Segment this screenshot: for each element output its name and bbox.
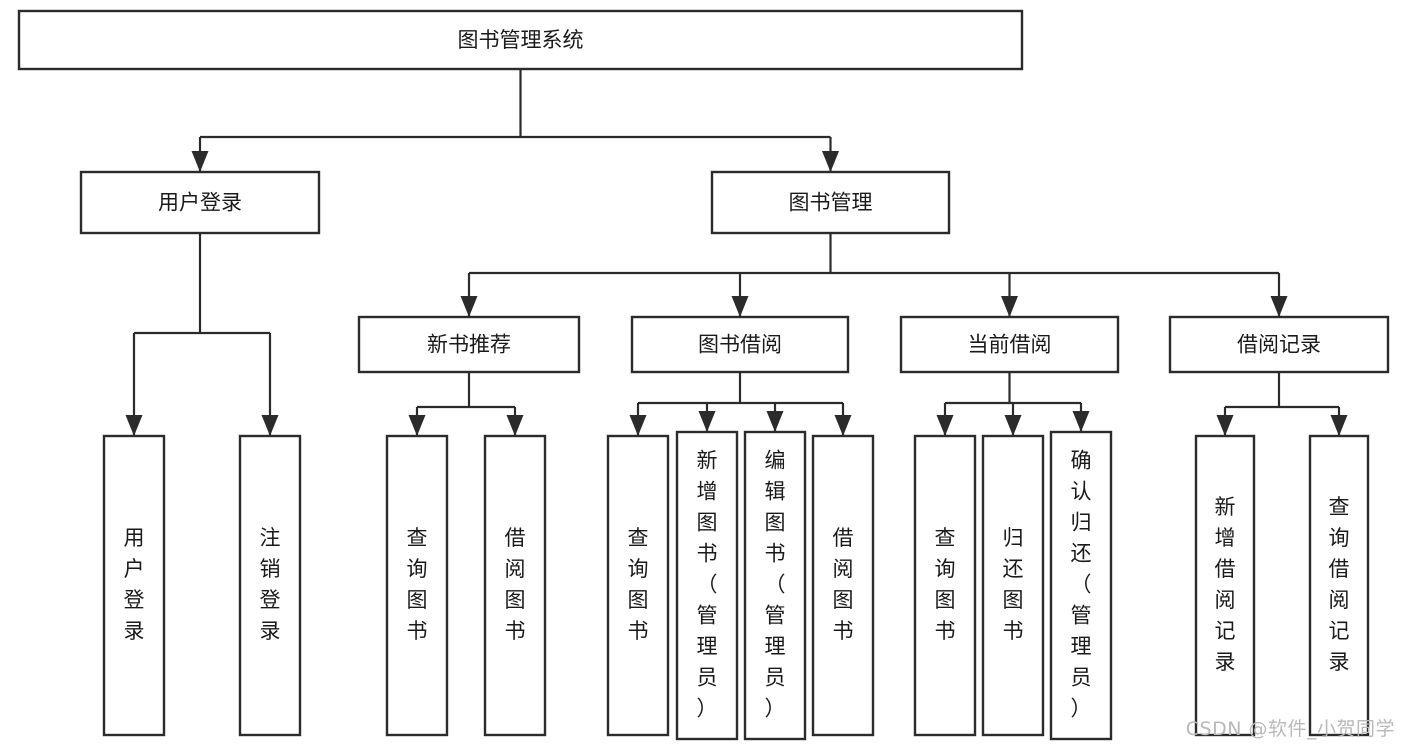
node-box-root (17, 9, 1024, 71)
arrow-head-icon-user-login-1 (261, 415, 279, 436)
node-label-book-borrow: 图书借阅 (698, 333, 782, 357)
node-leaf-user-login[interactable]: 用户登录 (102, 434, 166, 737)
node-leaf-query-book-1[interactable]: 查询图书 (385, 434, 449, 737)
node-leaf-query-book-3[interactable]: 查询图书 (913, 434, 977, 737)
node-box-leaf-query-record (1308, 434, 1370, 737)
node-leaf-add-record[interactable]: 新增借阅记录 (1194, 434, 1256, 737)
node-label-leaf-borrow-book-2: 借阅图书 (833, 526, 854, 643)
node-label-leaf-borrow-book-1: 借阅图书 (505, 526, 526, 643)
node-current-borrow[interactable]: 当前借阅 (899, 315, 1120, 374)
arrow-head-icon-book-manage-2 (1001, 296, 1018, 317)
node-label-book-manage: 图书管理 (789, 191, 873, 215)
node-box-book-manage (710, 170, 951, 235)
node-leaf-query-record[interactable]: 查询借阅记录 (1308, 434, 1370, 737)
arrow-head-icon-book-manage-1 (731, 296, 749, 317)
node-leaf-borrow-book-1[interactable]: 借阅图书 (483, 434, 547, 737)
connectors-layer (125, 69, 1348, 436)
node-label-borrow-record: 借阅记录 (1237, 333, 1321, 357)
node-box-new-book-rec (357, 315, 581, 374)
node-leaf-add-book[interactable]: 新增图书（管理员） (675, 430, 739, 741)
arrow-head-icon-book-borrow-0 (629, 415, 647, 436)
node-box-leaf-return-book (981, 434, 1045, 737)
node-new-book-rec[interactable]: 新书推荐 (357, 315, 581, 374)
node-book-borrow[interactable]: 图书借阅 (630, 315, 850, 374)
node-label-user-login: 用户登录 (158, 191, 242, 215)
node-box-leaf-user-login (102, 434, 166, 737)
arrow-head-icon-book-borrow-2 (766, 411, 784, 432)
node-leaf-borrow-book-2[interactable]: 借阅图书 (811, 434, 875, 737)
arrow-head-icon-book-borrow-1 (698, 411, 716, 432)
node-box-borrow-record (1168, 315, 1390, 374)
arrow-head-icon-new-book-rec-0 (408, 415, 426, 436)
arrow-head-icon-current-borrow-1 (1004, 415, 1022, 436)
node-label-leaf-query-record: 查询借阅记录 (1329, 495, 1350, 674)
node-box-user-login (79, 170, 321, 235)
node-leaf-confirm-return[interactable]: 确认归还（管理员） (1049, 430, 1113, 741)
node-box-leaf-add-book (675, 430, 739, 741)
node-user-login[interactable]: 用户登录 (79, 170, 321, 235)
node-label-leaf-query-book-2: 查询图书 (628, 526, 649, 643)
node-label-leaf-query-book-1: 查询图书 (407, 526, 428, 643)
node-leaf-edit-book[interactable]: 编辑图书（管理员） (743, 430, 807, 741)
node-box-leaf-user-logout (238, 434, 302, 737)
arrow-head-icon-book-manage-3 (1270, 296, 1288, 317)
node-box-leaf-confirm-return (1049, 430, 1113, 741)
node-label-leaf-add-record: 新增借阅记录 (1215, 495, 1236, 674)
node-label-leaf-query-book-3: 查询图书 (935, 526, 956, 643)
node-box-leaf-query-book-2 (606, 434, 670, 737)
node-box-leaf-query-book-3 (913, 434, 977, 737)
node-label-leaf-confirm-return: 确认归还（管理员） (1071, 449, 1092, 721)
node-label-current-borrow: 当前借阅 (968, 333, 1052, 357)
node-leaf-query-book-2[interactable]: 查询图书 (606, 434, 670, 737)
node-label-new-book-rec: 新书推荐 (427, 333, 511, 357)
node-box-leaf-query-book-1 (385, 434, 449, 737)
arrow-head-icon-new-book-rec-1 (506, 415, 524, 436)
arrow-head-icon-borrow-record-1 (1330, 415, 1348, 436)
node-borrow-record[interactable]: 借阅记录 (1168, 315, 1390, 374)
arrow-head-icon-current-borrow-0 (936, 415, 954, 436)
node-label-leaf-add-book: 新增图书（管理员） (697, 449, 718, 721)
node-label-leaf-return-book: 归还图书 (1003, 526, 1024, 643)
arrow-head-icon-user-login-0 (125, 415, 143, 436)
node-box-leaf-borrow-book-2 (811, 434, 875, 737)
arrow-head-icon-borrow-record-0 (1216, 415, 1234, 436)
node-box-current-borrow (899, 315, 1120, 374)
node-label-root: 图书管理系统 (458, 28, 584, 52)
node-book-manage[interactable]: 图书管理 (710, 170, 951, 235)
node-label-leaf-user-login: 用户登录 (124, 526, 145, 643)
arrow-head-icon-current-borrow-2 (1072, 411, 1090, 432)
node-label-leaf-user-logout: 注销登录 (260, 526, 281, 643)
arrow-head-icon-root-1 (822, 151, 839, 172)
node-box-leaf-borrow-book-1 (483, 434, 547, 737)
nodes-layer: 图书管理系统用户登录图书管理新书推荐图书借阅当前借阅借阅记录用户登录注销登录查询… (17, 9, 1390, 741)
node-root[interactable]: 图书管理系统 (17, 9, 1024, 71)
node-leaf-user-logout[interactable]: 注销登录 (238, 434, 302, 737)
node-box-book-borrow (630, 315, 850, 374)
arrow-head-icon-root-0 (191, 151, 209, 172)
node-box-leaf-add-record (1194, 434, 1256, 737)
node-label-leaf-edit-book: 编辑图书（管理员） (765, 449, 786, 721)
arrow-head-icon-book-manage-0 (460, 296, 478, 317)
node-box-leaf-edit-book (743, 430, 807, 741)
arrow-head-icon-book-borrow-3 (834, 415, 852, 436)
node-leaf-return-book[interactable]: 归还图书 (981, 434, 1045, 737)
